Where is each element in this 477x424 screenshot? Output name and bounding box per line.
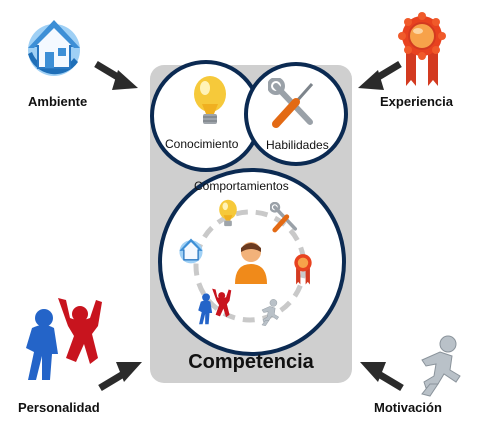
arrow-personalidad [98,362,142,392]
circle-habilidades [244,62,348,166]
runner-icon [421,335,461,397]
label-ambiente: Ambiente [28,94,88,109]
label-motivacion: Motivación [374,400,442,415]
lightbulb-icon [219,199,237,227]
label-conocimiento: Conocimiento [165,137,239,151]
label-personalidad: Personalidad [18,400,100,415]
medal-icon [294,254,312,285]
label-habilidades: Habilidades [266,138,329,152]
title-competencia: Competencia [188,351,314,373]
arrow-ambiente [94,60,138,90]
medal-icon [398,12,446,86]
silhouettes-icon [198,288,232,325]
house-icon [179,238,203,264]
label-comportamientos: Comportamientos [194,179,289,193]
tools-icon [268,78,314,128]
arrow-experiencia [358,60,402,90]
label-experiencia: Experiencia [380,94,453,109]
arrow-motivacion [360,362,404,392]
runner-icon [261,299,280,327]
lightbulb-icon [194,76,226,124]
tools-icon [270,202,297,233]
silhouettes-icon [26,298,102,380]
house-icon [28,20,80,76]
person-icon [235,242,267,284]
